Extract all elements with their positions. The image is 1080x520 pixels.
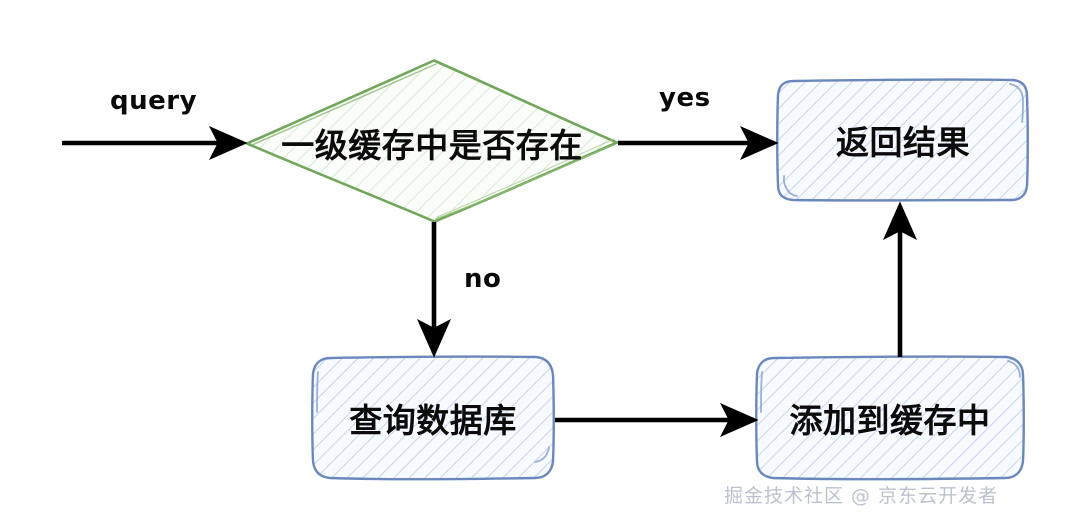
node-return-shape[interactable]: [776, 78, 1029, 202]
node-add-cache-shape[interactable]: [755, 355, 1025, 481]
node-query-db-shape[interactable]: [311, 355, 555, 481]
node-decision-shape[interactable]: [245, 59, 619, 223]
